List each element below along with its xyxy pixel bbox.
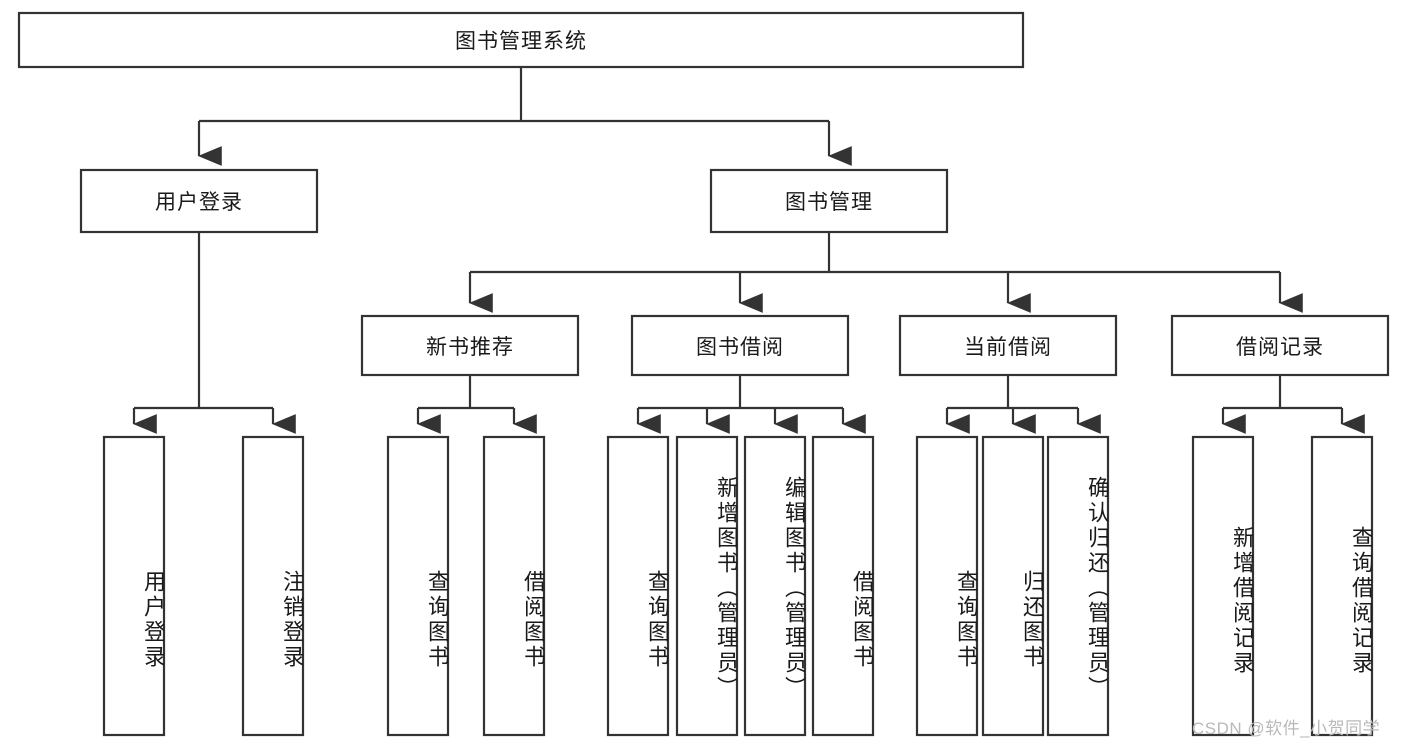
box-current-borrow[interactable] [898, 314, 1118, 377]
box-leaf-query-book-3[interactable] [915, 435, 979, 737]
box-leaf-query-record[interactable] [1310, 435, 1374, 737]
box-leaf-borrow-book-2[interactable] [811, 435, 875, 737]
box-book-borrow[interactable] [630, 314, 850, 377]
box-leaf-confirm-return[interactable] [1046, 435, 1110, 737]
box-leaf-borrow-book-1[interactable] [482, 435, 546, 737]
box-leaf-query-book-1[interactable] [386, 435, 450, 737]
box-user-login[interactable] [79, 168, 319, 234]
box-leaf-edit-book[interactable] [743, 435, 807, 737]
box-leaf-query-book-2[interactable] [606, 435, 670, 737]
box-leaf-add-record[interactable] [1191, 435, 1255, 737]
box-book-management[interactable] [709, 168, 949, 234]
box-new-book-recommend[interactable] [360, 314, 580, 377]
box-leaf-logout-login[interactable] [241, 435, 305, 737]
box-root[interactable] [17, 11, 1025, 69]
box-borrow-record[interactable] [1170, 314, 1390, 377]
box-leaf-return-book[interactable] [981, 435, 1045, 737]
box-leaf-add-book[interactable] [675, 435, 739, 737]
watermark-label: CSDN @软件_小贺同学 [1192, 719, 1381, 738]
box-leaf-user-login[interactable] [102, 435, 166, 737]
